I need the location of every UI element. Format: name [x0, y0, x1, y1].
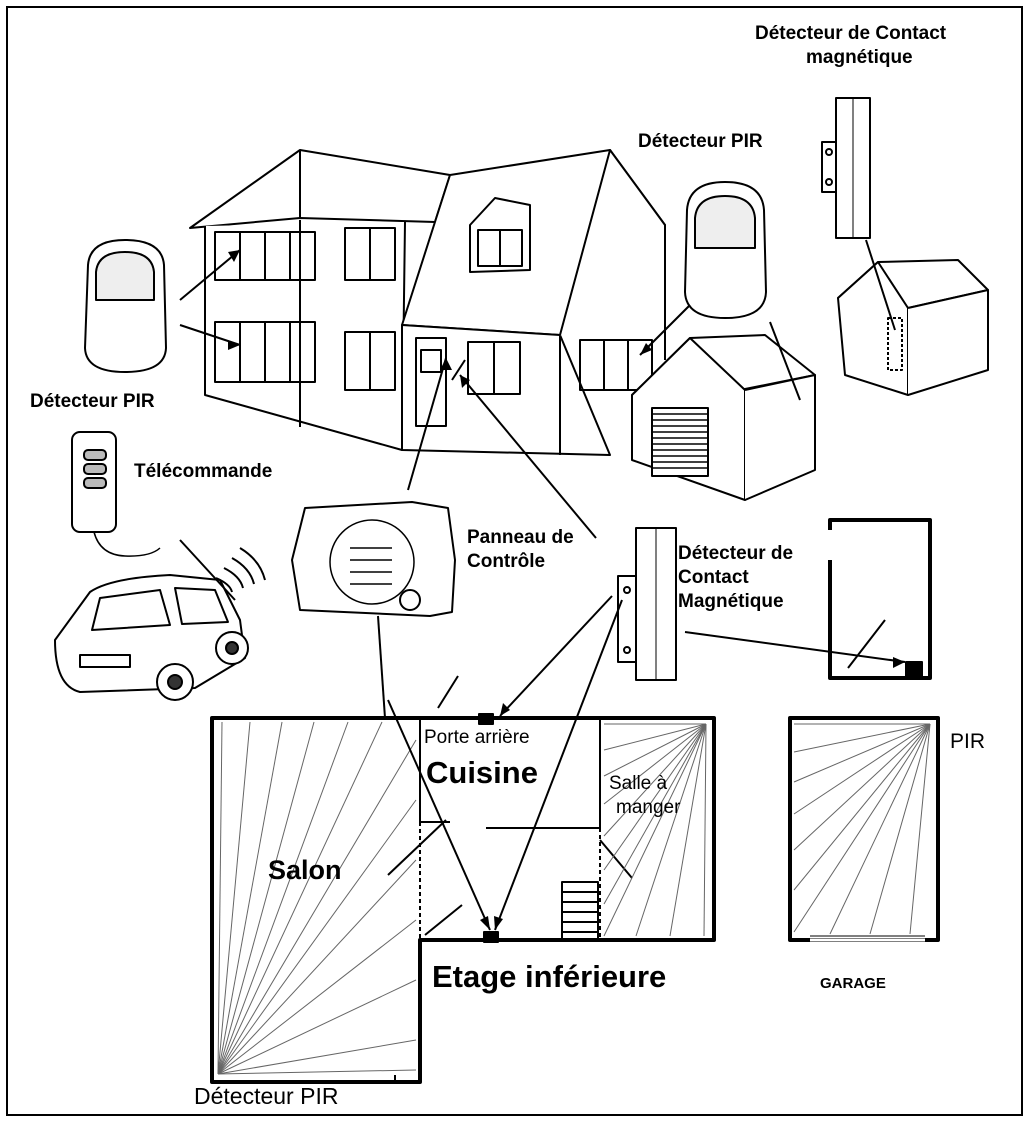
pir-fan-dining	[603, 723, 707, 937]
label-contact-top-line2: magnétique	[806, 47, 913, 68]
pir-sensor-left	[84, 239, 167, 373]
label-contact-mid-line3: Magnétique	[678, 591, 784, 612]
control-panel	[291, 501, 456, 617]
magnetic-contact-mid	[617, 527, 677, 681]
label-living: Salon	[268, 855, 342, 885]
label-panel-line2: Contrôle	[467, 551, 546, 572]
label-dining-line2: manger	[616, 797, 681, 818]
label-dining-line1: Salle à	[609, 773, 668, 794]
pir-sensor-top	[684, 181, 767, 319]
label-pir-bottom: Détecteur PIR	[194, 1083, 339, 1109]
label-contact-mid-line1: Détecteur de	[678, 543, 794, 564]
remote-control	[71, 431, 161, 557]
label-pir-garage: PIR	[950, 730, 986, 753]
label-panel-line1: Panneau de	[467, 527, 574, 548]
label-pir-top: Détecteur PIR	[638, 131, 763, 152]
label-garage: GARAGE	[820, 975, 886, 992]
car-illustration	[54, 574, 249, 701]
garage-floor-plan	[788, 716, 940, 942]
diagram-frame	[6, 6, 1023, 1116]
magnetic-contact-top	[821, 97, 871, 239]
garage-illustration	[631, 334, 816, 501]
label-lower-floor: Etage inférieure	[432, 959, 667, 994]
label-kitchen: Cuisine	[426, 755, 538, 790]
label-pir-left: Détecteur PIR	[30, 391, 155, 412]
shed-illustration	[837, 259, 989, 396]
pir-fan-living	[217, 721, 417, 1075]
label-contact-mid-line2: Contact	[678, 567, 749, 588]
floor-plan	[210, 713, 716, 1084]
label-remote: Télécommande	[134, 461, 273, 482]
house-illustration	[189, 149, 666, 456]
garage-mini-plan	[828, 518, 932, 680]
leader-lines	[179, 239, 906, 931]
label-contact-top-line1: Détecteur de Contact	[755, 23, 947, 44]
label-back-door: Porte arrière	[424, 727, 530, 748]
